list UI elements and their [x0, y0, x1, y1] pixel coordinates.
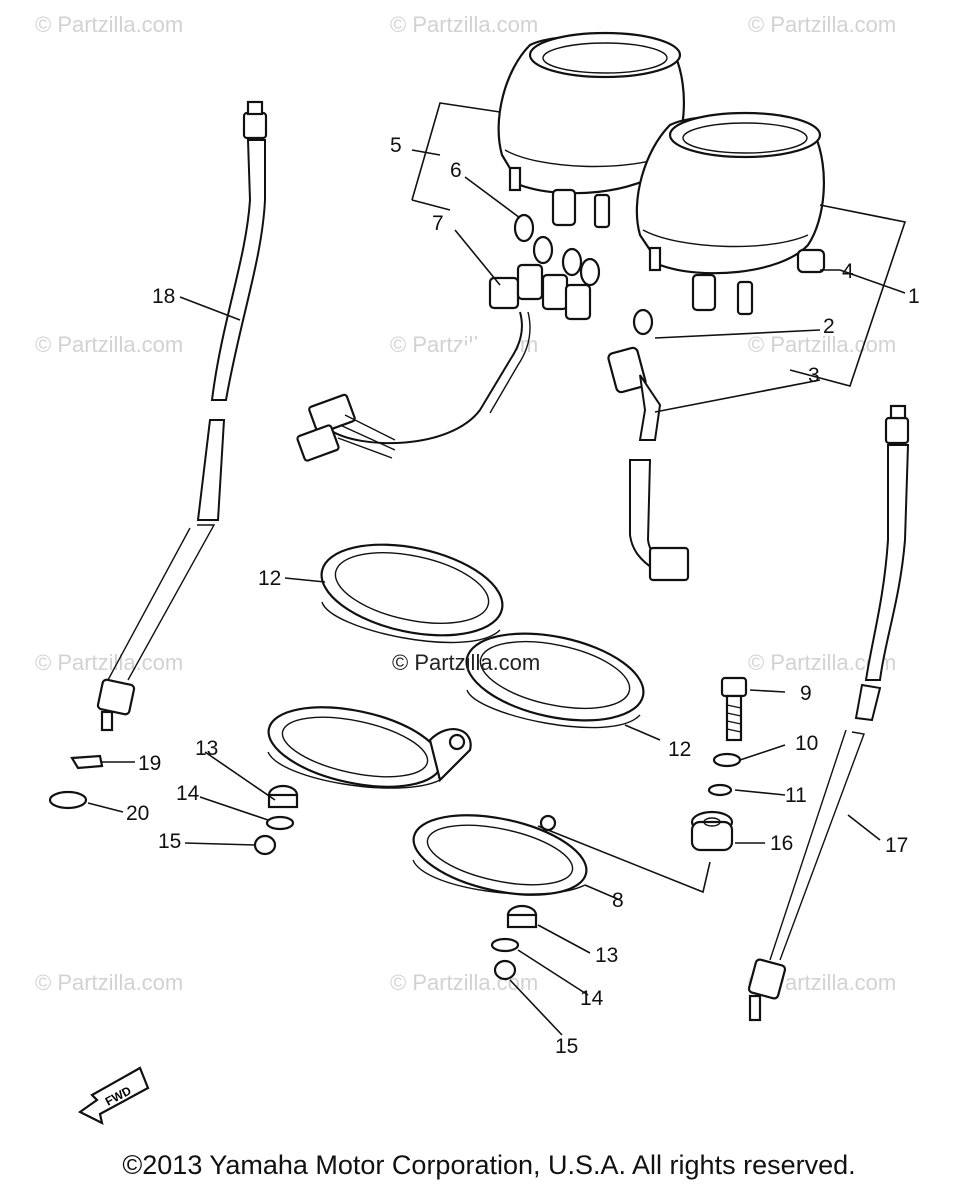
- watermark: © Partzilla.com: [35, 650, 183, 675]
- callout-1: 1: [908, 285, 920, 308]
- callout-20: 20: [126, 802, 149, 825]
- indicator-socket-lead[interactable]: [607, 346, 690, 582]
- bulb-socket-cluster[interactable]: [329, 213, 601, 445]
- callout-14: 14: [176, 782, 200, 805]
- callout-2: 2: [823, 315, 835, 338]
- callout-3: 3: [808, 364, 820, 387]
- mount-grommet-bottom[interactable]: [490, 904, 538, 981]
- callout-15: 15: [158, 830, 181, 853]
- indicator-bulb[interactable]: [632, 308, 654, 336]
- cable-clip[interactable]: [70, 754, 104, 770]
- meter-bracket[interactable]: [261, 693, 593, 908]
- watermark: © Partzilla.com: [390, 12, 538, 37]
- callout-14: 14: [580, 987, 604, 1010]
- reset-knob[interactable]: [796, 248, 826, 274]
- mounting-bolt[interactable]: [720, 676, 748, 742]
- callout-5: 5: [390, 134, 402, 157]
- tachometer-cable[interactable]: [747, 404, 910, 1022]
- callout-16: 16: [770, 832, 793, 855]
- watermark: © Partzilla.com: [390, 970, 538, 995]
- callout-15: 15: [555, 1035, 578, 1058]
- watermark: © Partzilla.com: [748, 332, 896, 357]
- callout-11: 11: [785, 784, 807, 807]
- washer[interactable]: [707, 783, 733, 797]
- speedometer-meter[interactable]: [497, 31, 685, 229]
- callout-17: 17: [885, 834, 908, 857]
- callout-18: 18: [152, 285, 175, 308]
- meter-gasket[interactable]: [459, 619, 652, 735]
- fwd-arrow-icon: FWD: [77, 1066, 150, 1126]
- watermark: © Partzilla.com: [35, 970, 183, 995]
- watermark: © Partzilla.com: [748, 12, 896, 37]
- washer[interactable]: [712, 752, 742, 768]
- callout-9: 9: [800, 682, 812, 705]
- callout-labels: 5 6 7 4 1 2 3 18 12 12 9 10 11 16 17 8 1…: [126, 134, 920, 1058]
- wire-connector[interactable]: [296, 393, 396, 462]
- callout-7: 7: [432, 212, 444, 235]
- callout-13: 13: [195, 737, 218, 760]
- callout-6: 6: [450, 159, 462, 182]
- callout-10: 10: [795, 732, 818, 755]
- o-ring[interactable]: [48, 790, 88, 810]
- mount-grommet-left[interactable]: [253, 784, 299, 856]
- tachometer-meter[interactable]: [635, 111, 826, 316]
- assembly-lines: [411, 102, 907, 894]
- callout-leaders: [87, 149, 906, 1036]
- callout-12: 12: [258, 567, 281, 590]
- watermark: © Partzilla.com: [35, 12, 183, 37]
- callout-8: 8: [612, 889, 624, 912]
- callout-19: 19: [138, 752, 161, 775]
- callout-12: 12: [668, 738, 691, 761]
- watermark: © Partzilla.com: [35, 332, 183, 357]
- callout-4: 4: [842, 260, 854, 283]
- speedometer-cable[interactable]: [96, 100, 268, 732]
- rubber-damper[interactable]: [690, 810, 734, 852]
- meter-gasket[interactable]: [313, 530, 510, 650]
- copyright-notice: ©2013 Yamaha Motor Corporation, U.S.A. A…: [122, 1150, 856, 1180]
- center-watermark: © Partzilla.com: [392, 650, 540, 675]
- callout-13: 13: [595, 944, 618, 967]
